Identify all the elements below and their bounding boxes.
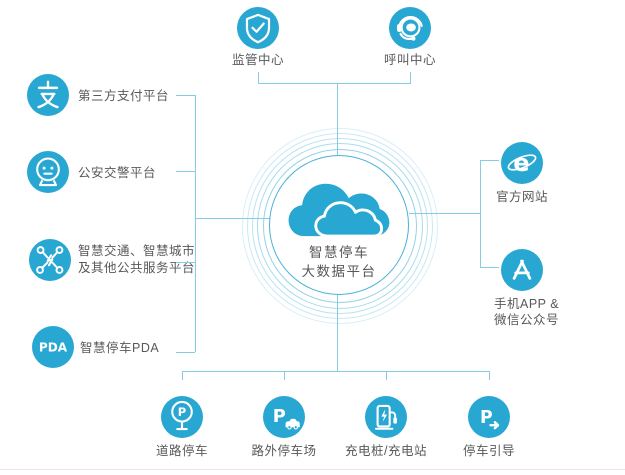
charging-station-node <box>365 396 407 438</box>
connector-line <box>336 83 338 156</box>
call-center-label: 呼叫中心 <box>383 53 436 67</box>
smart-city-services-node <box>29 239 71 281</box>
pda-glyph: PDA <box>39 341 68 355</box>
smart-city-services-label-line2: 及其他公共服务平台 <box>78 261 196 275</box>
mobile-app-wechat-label: 手机APP & 微信公众号 <box>494 296 559 328</box>
connector-line <box>409 212 480 214</box>
roadside-parking-sign-icon: P <box>171 400 193 431</box>
third-party-payment-label: 第三方支付平台 <box>78 89 170 103</box>
connector-line <box>480 159 499 161</box>
connector-line <box>336 295 338 371</box>
offstreet-parking-node: P <box>263 396 305 438</box>
offroad-p-glyph: P <box>273 406 286 427</box>
smart-city-services-label-line1: 智慧交通、智慧城市 <box>78 244 196 258</box>
mobile-app-label-line2: 微信公众号 <box>494 313 560 327</box>
offstreet-parking-label: 路外停车场 <box>251 444 317 458</box>
connector-line <box>176 94 195 96</box>
connector-line <box>181 371 183 380</box>
page-bottom-rule <box>0 469 625 470</box>
appstore-icon <box>512 259 532 280</box>
police-face-icon <box>36 157 60 187</box>
hub-title-line2: 大数据平台 <box>301 264 377 279</box>
roadside-parking-node: P <box>161 396 203 438</box>
third-party-payment-node <box>27 74 69 116</box>
headset-agent-icon <box>396 16 423 41</box>
hub-title-line1: 智慧停车 <box>309 245 369 260</box>
supervision-center-node <box>237 7 279 49</box>
charging-station-label: 充电桩/充电站 <box>345 444 427 458</box>
mobile-app-label-line1: 手机APP & <box>494 297 560 311</box>
cloud-icon <box>288 183 390 238</box>
parking-guidance-label: 停车引导 <box>462 444 515 458</box>
connector-line <box>283 371 285 380</box>
connector-line <box>176 261 195 263</box>
parking-lot-car-icon: P <box>273 406 300 430</box>
central-hub-title: 智慧停车 大数据平台 <box>269 243 409 281</box>
connector-line <box>257 83 411 84</box>
charging-pile-icon <box>374 404 397 430</box>
smart-parking-pda-label: 智慧停车PDA <box>80 341 160 355</box>
traffic-police-label: 公安交警平台 <box>78 166 157 180</box>
connector-line <box>176 170 195 172</box>
ie-browser-icon: e <box>507 149 537 177</box>
supervision-center-label: 监管中心 <box>231 53 284 67</box>
call-center-node <box>389 7 431 49</box>
connector-line <box>480 266 499 268</box>
roadside-parking-label: 道路停车 <box>155 444 208 458</box>
mobile-app-wechat-node <box>501 249 543 291</box>
parking-guidance-node: P <box>468 396 510 438</box>
network-nodes-icon <box>36 246 64 274</box>
pda-text-icon: PDA <box>39 341 68 355</box>
connector-line <box>385 371 387 380</box>
road-p-glyph: P <box>178 405 186 419</box>
shield-check-icon <box>245 13 271 44</box>
connector-line <box>194 95 196 352</box>
connector-line <box>176 351 195 353</box>
connector-line <box>181 370 490 372</box>
traffic-police-node <box>27 151 69 193</box>
connector-line <box>195 217 270 219</box>
alipay-pay-icon <box>37 80 59 109</box>
orbit-ring <box>242 128 438 324</box>
connector-line <box>488 371 490 380</box>
connector-line <box>479 160 481 267</box>
connector-line <box>257 72 259 83</box>
guidance-p-glyph: P <box>480 408 493 428</box>
ie-letter-glyph: e <box>513 149 529 177</box>
smart-city-services-label: 智慧交通、智慧城市 及其他公共服务平台 <box>78 243 195 277</box>
smart-parking-pda-node: PDA <box>32 326 74 368</box>
parking-guidance-icon: P <box>480 408 500 430</box>
official-website-label: 官方网站 <box>495 190 548 204</box>
connector-line <box>409 72 411 83</box>
official-website-node: e <box>501 142 543 184</box>
